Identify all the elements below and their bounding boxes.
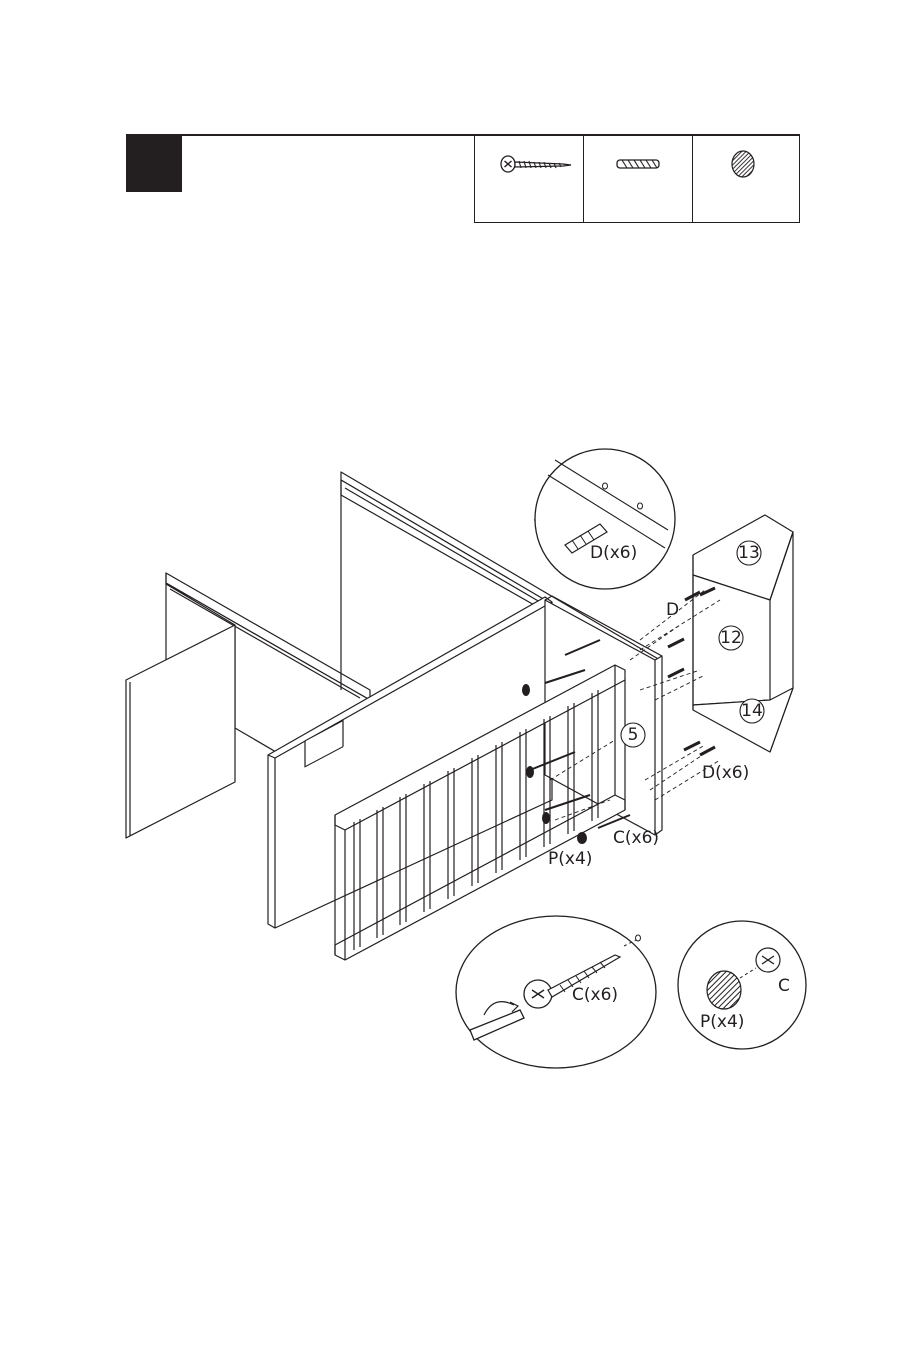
side-panel-left	[126, 625, 235, 838]
dowel-zoom-circle	[535, 449, 675, 589]
part-label-12: 12	[720, 628, 742, 648]
callout-screw-zoom: C(x6)	[572, 985, 618, 1005]
screw-zoom-circle	[456, 916, 656, 1068]
callout-cap: P(x4)	[548, 849, 592, 869]
callout-screw: C(x6)	[613, 828, 659, 848]
callout-dowel-side: D(x6)	[702, 763, 749, 783]
callout-screw-zoom-c: C	[778, 976, 790, 996]
callout-cap-zoom: P(x4)	[700, 1012, 744, 1032]
part-label-13: 13	[738, 543, 760, 563]
callout-dowel: D	[666, 600, 679, 620]
panel-5	[545, 596, 662, 835]
callout-dowel-zoom: D(x6)	[590, 543, 637, 563]
part-label-14: 14	[741, 701, 763, 721]
screw-head-icon	[756, 948, 780, 972]
part-label-5: 5	[628, 725, 639, 745]
divider-panel	[268, 597, 552, 928]
